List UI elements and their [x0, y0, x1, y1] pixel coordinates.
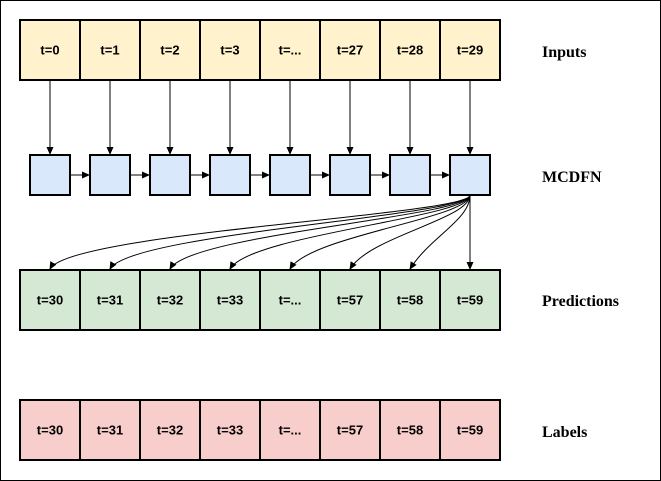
prediction-cell: t=33	[199, 269, 261, 331]
label-cell: t=58	[379, 399, 441, 461]
model-row	[29, 154, 491, 196]
input-cell-label: t=3	[220, 43, 239, 58]
prediction-cell: t=...	[259, 269, 321, 331]
input-cell-label: t=29	[457, 43, 483, 58]
prediction-cell: t=31	[79, 269, 141, 331]
prediction-cell-label: t=33	[217, 293, 243, 308]
input-cell-box	[379, 19, 441, 81]
prediction-cell: t=57	[319, 269, 381, 331]
prediction-cell: t=59	[439, 269, 501, 331]
input-cell-label: t=27	[337, 43, 363, 58]
model-unit	[329, 154, 371, 196]
label-cell-label: t=...	[279, 423, 302, 438]
input-cell: t=2	[139, 19, 201, 81]
prediction-cell-label: t=31	[97, 293, 123, 308]
input-cell-box	[259, 19, 321, 81]
model-unit	[209, 154, 251, 196]
prediction-cell-box	[199, 269, 261, 331]
input-cell-label: t=...	[279, 43, 302, 58]
prediction-cell-box	[319, 269, 381, 331]
predictions-row: t=30 t=31 t=32 t=33 t=... t=57 t=58 t=59	[19, 269, 501, 331]
prediction-cell-label: t=59	[457, 293, 483, 308]
input-cell: t=3	[199, 19, 261, 81]
label-cell-label: t=57	[337, 423, 363, 438]
output-arrow	[109, 194, 471, 270]
prediction-cell: t=30	[19, 269, 81, 331]
input-cell-box	[439, 19, 501, 81]
output-arrow	[349, 194, 471, 270]
input-cell-box	[199, 19, 261, 81]
prediction-cell: t=32	[139, 269, 201, 331]
input-cell: t=29	[439, 19, 501, 81]
label-cell: t=33	[199, 399, 261, 461]
input-cell-label: t=28	[397, 43, 423, 58]
input-cell: t=0	[19, 19, 81, 81]
labels-row: t=30 t=31 t=32 t=33 t=... t=57 t=58 t=59	[19, 399, 501, 461]
prediction-cell-label: t=32	[157, 293, 183, 308]
input-cell: t=28	[379, 19, 441, 81]
input-cell-label: t=1	[100, 43, 119, 58]
labels-row-label: Labels	[542, 424, 587, 441]
prediction-cell-box	[259, 269, 321, 331]
input-cell-box	[139, 19, 201, 81]
output-arrow	[169, 194, 471, 270]
prediction-cell-label: t=58	[397, 293, 423, 308]
model-unit	[29, 154, 71, 196]
input-cell-box	[79, 19, 141, 81]
label-cell-label: t=33	[217, 423, 243, 438]
prediction-cell-label: t=30	[37, 293, 63, 308]
label-cell-label: t=58	[397, 423, 423, 438]
label-cell-label: t=59	[457, 423, 483, 438]
input-cell-label: t=0	[40, 43, 59, 58]
input-cell-box	[19, 19, 81, 81]
prediction-cell: t=58	[379, 269, 441, 331]
prediction-cell-box	[19, 269, 81, 331]
predictions-row-label: Predictions	[542, 293, 619, 310]
connections	[46, 80, 474, 270]
input-cell: t=1	[79, 19, 141, 81]
prediction-cell-label: t=...	[279, 293, 302, 308]
label-cell-label: t=30	[37, 423, 63, 438]
model-unit	[449, 154, 491, 196]
label-cell-label: t=31	[97, 423, 123, 438]
output-arrow	[409, 194, 471, 270]
output-arrow	[49, 194, 471, 270]
label-cell: t=32	[139, 399, 201, 461]
label-cell-label: t=32	[157, 423, 183, 438]
output-arrow	[229, 194, 471, 270]
label-cell-box	[19, 399, 81, 461]
input-cell-label: t=2	[160, 43, 179, 58]
label-cell-box	[439, 399, 501, 461]
label-cell: t=31	[79, 399, 141, 461]
label-cell: t=...	[259, 399, 321, 461]
label-cell: t=57	[319, 399, 381, 461]
inputs-row: t=0 t=1 t=2 t=3 t=... t=27 t=28 t=29	[19, 19, 501, 81]
prediction-cell-label: t=57	[337, 293, 363, 308]
prediction-cell-box	[379, 269, 441, 331]
model-unit	[89, 154, 131, 196]
input-cell: t=...	[259, 19, 321, 81]
inputs-row-label: Inputs	[542, 44, 586, 61]
label-cell-box	[259, 399, 321, 461]
model-row-label: MCDFN	[542, 169, 602, 186]
model-unit	[149, 154, 191, 196]
label-cell: t=59	[439, 399, 501, 461]
input-cell: t=27	[319, 19, 381, 81]
prediction-cell-box	[439, 269, 501, 331]
model-unit	[269, 154, 311, 196]
label-cell: t=30	[19, 399, 81, 461]
output-arrow	[289, 194, 471, 270]
input-cell-box	[319, 19, 381, 81]
model-unit	[389, 154, 431, 196]
